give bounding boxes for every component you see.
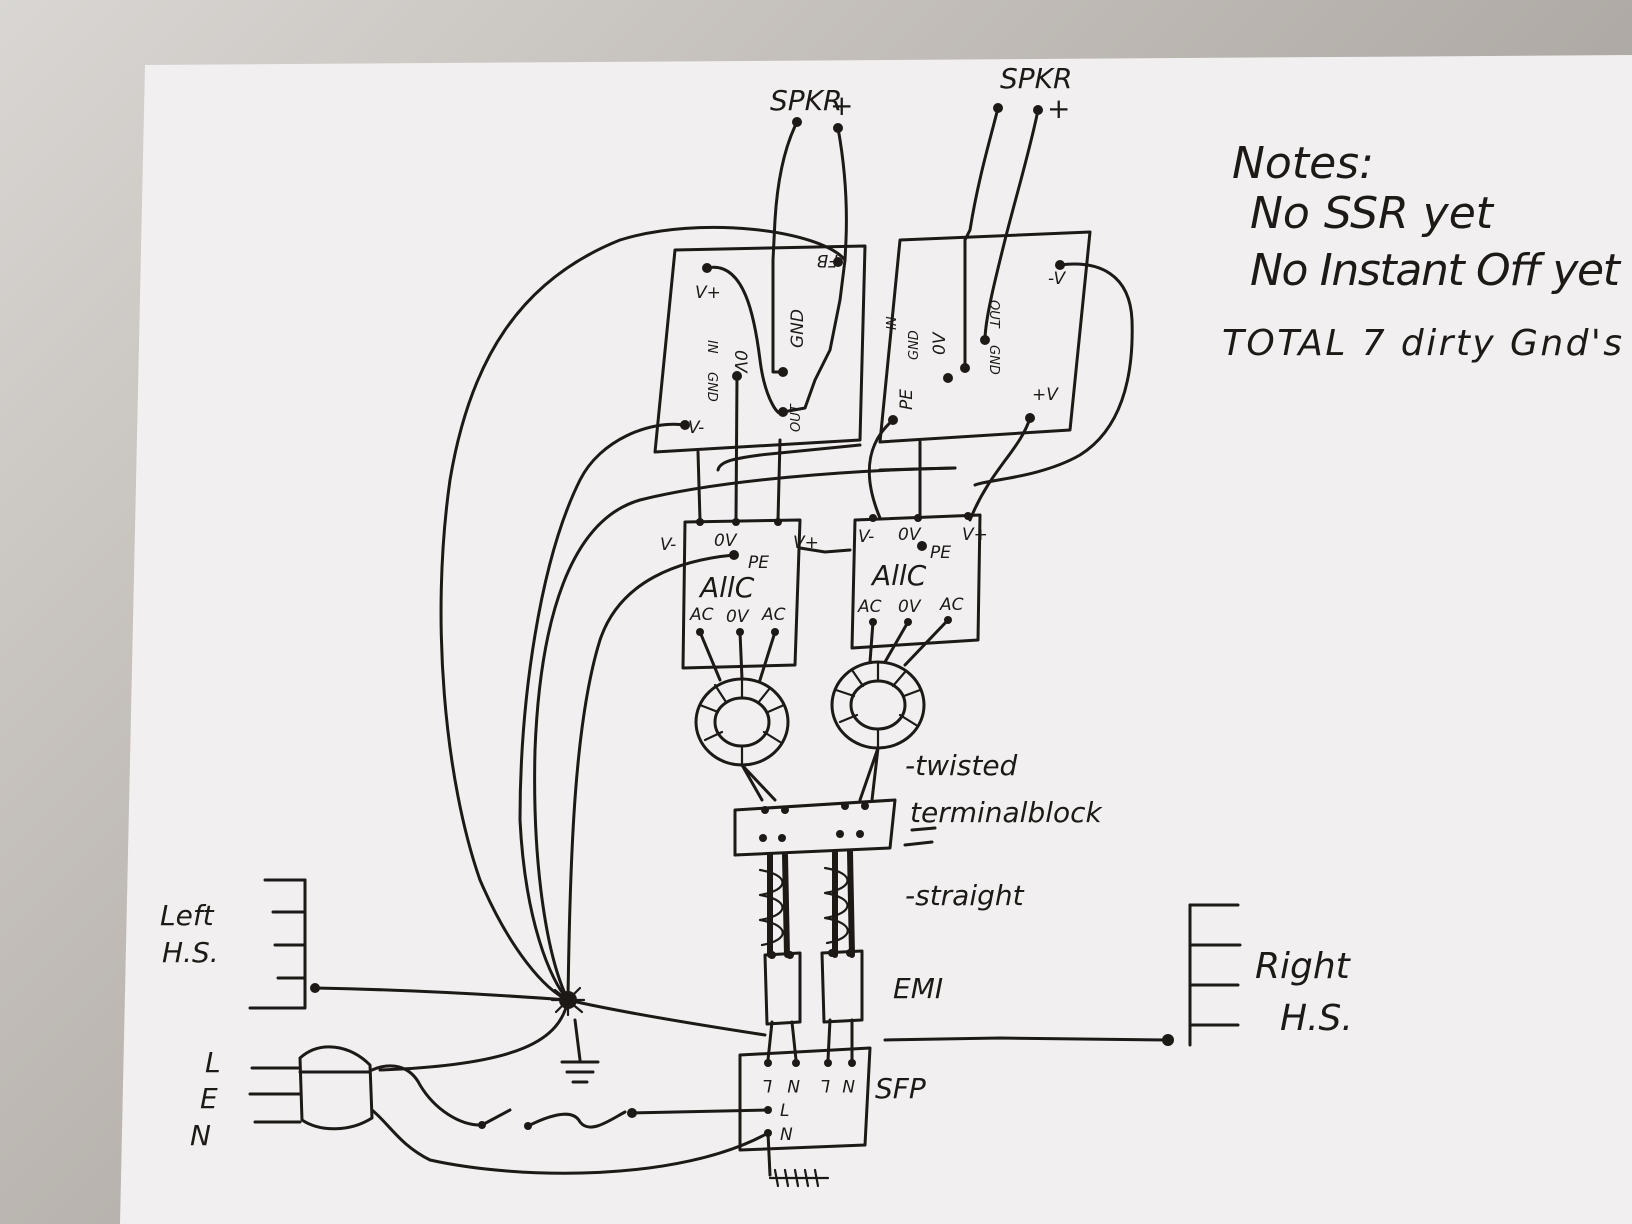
notes-line-3: TOTAL 7 dirty Gnd's	[1222, 323, 1622, 364]
notes-block: Notes: No SSR yet No Instant Off yet TOT…	[1222, 138, 1622, 364]
psu-left-ac2: AC	[761, 605, 786, 625]
label-emi: EMI	[893, 972, 943, 1005]
label-twisted: -twisted	[905, 749, 1018, 782]
psu-left-name: AllC	[698, 571, 755, 604]
star-ground	[313, 225, 957, 1084]
psu-right-0v: 0V	[898, 525, 922, 545]
amp-left-pin-fb: FB	[817, 250, 838, 270]
paper-sheet	[120, 55, 1632, 1224]
emi-filters: EMI	[763, 949, 943, 1062]
psu-left-0v-bottom: 0V	[726, 607, 750, 627]
sfp-top-pin-4: N	[842, 1075, 855, 1095]
toroid-right	[830, 618, 950, 802]
sfp-top-pin-1: L	[763, 1075, 772, 1095]
psu-right-0v-bottom: 0V	[898, 597, 922, 617]
amp-right-pin-gnd: GND	[907, 330, 922, 360]
psu-left-0v: 0V	[714, 531, 738, 551]
sfp-pin-l: L	[780, 1101, 789, 1121]
psu-right-ac1: AC	[857, 597, 882, 617]
amp-right-pin-in: IN	[885, 316, 900, 330]
toroid-left	[694, 630, 790, 802]
psu-right-name: AllC	[870, 559, 927, 592]
amp-right-pin-pe: PE	[897, 389, 917, 410]
sfp-module: L N L N L N SFP	[738, 1046, 926, 1152]
sfp-top-pin-3: L	[821, 1075, 830, 1095]
psu-right-vminus: V-	[858, 527, 874, 547]
plug-pin-l: L	[205, 1046, 221, 1079]
amp-left-pin-vplus: V+	[695, 283, 721, 303]
mains-plug: L E N	[190, 1045, 830, 1188]
plug-pin-e: E	[200, 1082, 218, 1115]
psu-left-vminus: V-	[660, 535, 676, 555]
straight-cables: -straight	[758, 849, 1025, 958]
amp-right-pin-gnd-out: GND	[986, 345, 1001, 375]
amp-module-left: V+ IN GND 0V GND OUT V- FB	[653, 244, 867, 454]
label-sfp: SFP	[875, 1072, 926, 1105]
speaker-left-label: SPKR	[770, 84, 842, 117]
terminal-block: -twisted terminalblock	[733, 749, 1104, 857]
speaker-left-polarity: +	[830, 89, 853, 122]
speaker-left: SPKR +	[770, 84, 853, 262]
heatsink-right-line2: H.S.	[1280, 998, 1353, 1039]
speaker-right: SPKR +	[963, 62, 1072, 242]
amp-left-pin-0v: 0V	[730, 350, 750, 374]
notes-line-2: No Instant Off yet	[1250, 245, 1622, 296]
label-straight: -straight	[905, 879, 1025, 912]
amp-module-right: IN GND 0V PE OUT GND -V +V	[878, 230, 1134, 487]
speaker-right-label: SPKR	[1000, 62, 1072, 95]
amp-right-pin-vplus: +V	[1032, 385, 1059, 405]
plug-pin-n: N	[190, 1119, 211, 1152]
sfp-pin-n: N	[780, 1125, 793, 1145]
psu-right-pe: PE	[930, 543, 951, 563]
psu-left-ac1: AC	[689, 605, 714, 625]
amp-left-pin-gnd: GND	[704, 372, 719, 402]
heatsink-right-line1: Right	[1255, 946, 1352, 987]
heatsink-left-line2: H.S.	[162, 936, 219, 969]
heatsink-left-line1: Left	[160, 899, 215, 932]
speaker-right-polarity: +	[1047, 92, 1070, 125]
amp-right-pin-vminus: -V	[1048, 269, 1066, 289]
sfp-top-pin-2: N	[787, 1075, 800, 1095]
amp-left-pin-gnd-out: GND	[788, 309, 808, 348]
notes-title: Notes:	[1232, 138, 1374, 189]
amp-left-pin-vminus: V-	[688, 418, 704, 438]
heatsink-left: Left H.S.	[160, 878, 320, 1010]
amp-right-pin-0v: 0V	[930, 331, 950, 355]
label-terminal-block: terminalblock	[910, 796, 1104, 829]
psu-left-pe: PE	[748, 553, 769, 573]
amp-left-pin-in: IN	[704, 340, 719, 354]
psu-right: V- 0V V+ PE AllC AC 0V AC	[798, 512, 988, 650]
psu-right-ac2: AC	[939, 595, 964, 615]
heatsink-right: Right H.S.	[883, 903, 1353, 1047]
psu-right-vplus: V+	[962, 525, 988, 545]
notes-line-1: No SSR yet	[1250, 188, 1495, 239]
